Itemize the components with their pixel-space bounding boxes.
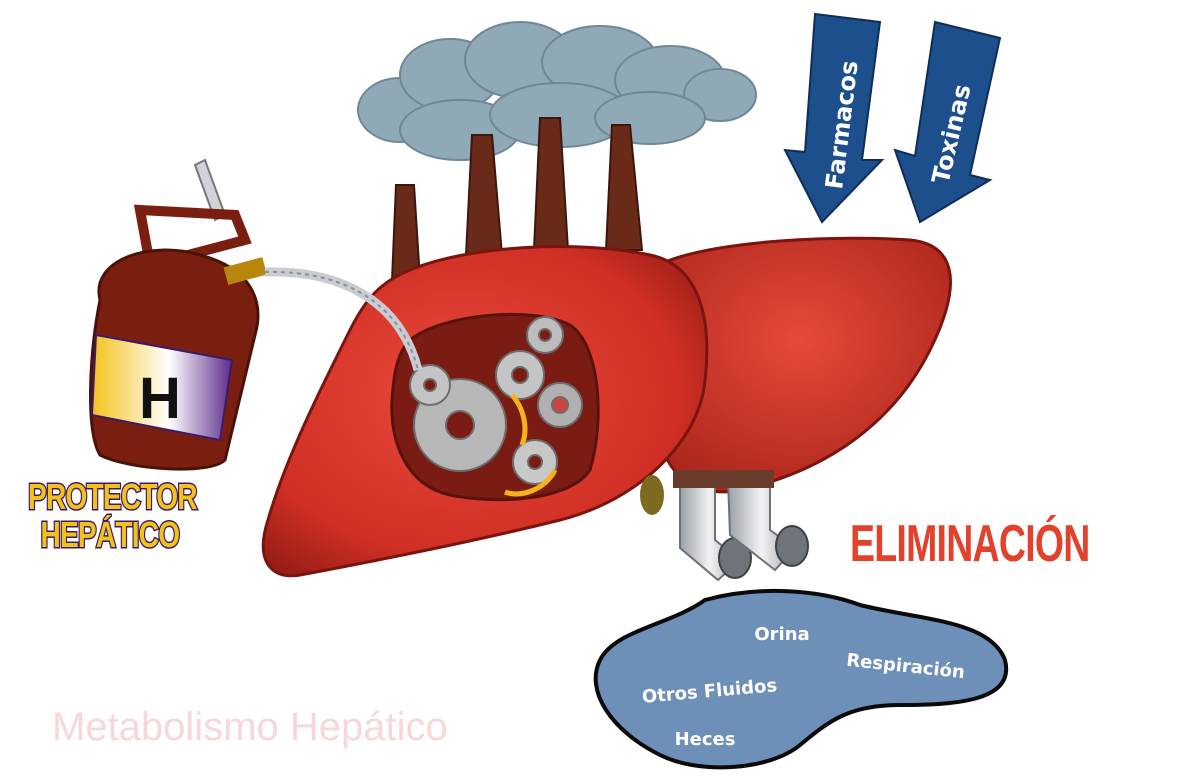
protector-bottle: H xyxy=(91,160,267,469)
toxinas-arrow: Toxinas xyxy=(895,22,1000,222)
pool-label-orina: Orina xyxy=(754,624,809,645)
eliminacion-title: ELIMINACIÓN xyxy=(850,514,1090,574)
gear-machinery xyxy=(392,314,598,499)
watermark-text: Metabolismo Hepático xyxy=(52,705,448,750)
gear-icon xyxy=(538,383,582,427)
drain-pipes xyxy=(673,470,808,580)
protector-line-1: PROTECTOR xyxy=(28,478,192,516)
pool-label-heces: Heces xyxy=(675,729,736,750)
gear-icon xyxy=(410,365,450,405)
gear-icon xyxy=(527,317,563,353)
protector-line-2: HEPÁTICO xyxy=(28,516,192,554)
gear-icon xyxy=(496,351,544,399)
bottle-label-letter: H xyxy=(139,366,181,431)
gallbladder xyxy=(640,475,664,515)
protector-hepatico-title: PROTECTOR HEPÁTICO xyxy=(28,478,192,554)
farmacos-arrow: Farmacos xyxy=(785,14,882,222)
